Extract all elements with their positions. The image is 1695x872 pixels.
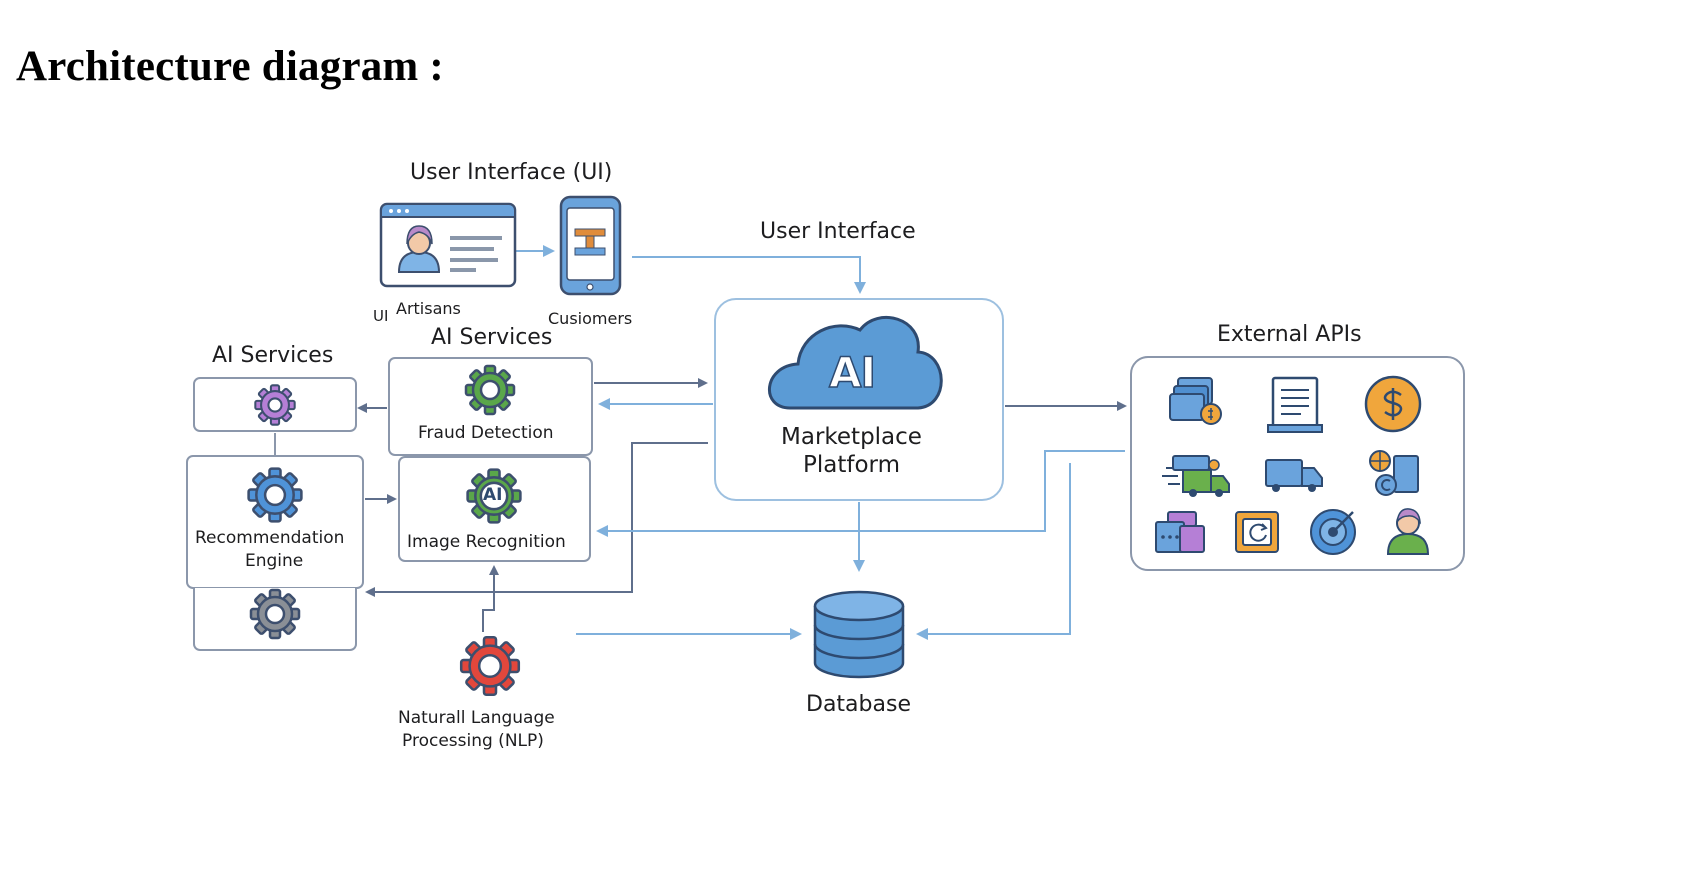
gear-red-icon bbox=[459, 635, 521, 697]
gear-blue-icon bbox=[247, 467, 303, 523]
database-label: Database bbox=[806, 692, 911, 717]
gear-purple-icon bbox=[254, 384, 296, 426]
recommendation-engine-label-line2: Engine bbox=[245, 551, 304, 571]
chat-boxes-icon bbox=[1155, 511, 1205, 553]
mobile-phone-icon bbox=[559, 195, 622, 296]
truck-icon bbox=[1265, 459, 1323, 492]
location-package-icon bbox=[1369, 450, 1419, 496]
page-title: Architecture diagram : bbox=[16, 43, 444, 90]
ui-flow-label: User Interface bbox=[760, 219, 916, 244]
ai-cloud-icon bbox=[767, 315, 943, 410]
payment-cards-icon bbox=[1169, 377, 1222, 425]
ai-services-left-heading: AI Services bbox=[212, 343, 334, 368]
gear-gray-icon bbox=[249, 588, 301, 640]
gear-green-icon bbox=[464, 364, 516, 416]
gear-ai-icon bbox=[466, 468, 522, 524]
dollar-coin-icon bbox=[1364, 375, 1422, 433]
recommendation-engine-label-line1: Recommendation bbox=[195, 528, 345, 548]
database-icon bbox=[813, 590, 905, 679]
user-icon bbox=[1386, 508, 1430, 555]
artisans-label: Artisans bbox=[396, 299, 461, 318]
arrow-external-to-database bbox=[916, 463, 1071, 640]
ai-services-center-heading: AI Services bbox=[431, 325, 553, 350]
platform-label-line2: Platform bbox=[803, 452, 900, 478]
connectors bbox=[274, 245, 1127, 640]
invoice-icon bbox=[1267, 376, 1323, 433]
nlp-label-line2: Processing (NLP) bbox=[402, 731, 544, 751]
target-icon bbox=[1310, 509, 1356, 555]
image-recognition-badge: AI bbox=[483, 485, 503, 505]
external-apis-heading: External APIs bbox=[1217, 322, 1362, 347]
arrow-platform-to-recommendation bbox=[365, 442, 708, 597]
platform-label-line1: Marketplace bbox=[781, 424, 922, 450]
image-recognition-label: Image Recognition bbox=[407, 532, 566, 552]
arrow-ui-to-platform bbox=[632, 256, 866, 294]
ui-heading: User Interface (UI) bbox=[410, 160, 613, 185]
cloud-badge: AI bbox=[828, 347, 877, 398]
browser-profile-icon bbox=[379, 202, 517, 288]
delivery-truck-icon bbox=[1162, 455, 1230, 497]
nlp-label-line1: Naturall Language bbox=[398, 708, 555, 728]
refresh-frame-icon bbox=[1235, 511, 1279, 553]
artisans-prefix: UI bbox=[373, 307, 389, 325]
arrow-external-to-image bbox=[596, 450, 1125, 537]
fraud-detection-label: Fraud Detection bbox=[418, 423, 554, 443]
customers-label: Cusiomers bbox=[548, 309, 633, 328]
arrow-nlp-to-image bbox=[482, 565, 499, 632]
